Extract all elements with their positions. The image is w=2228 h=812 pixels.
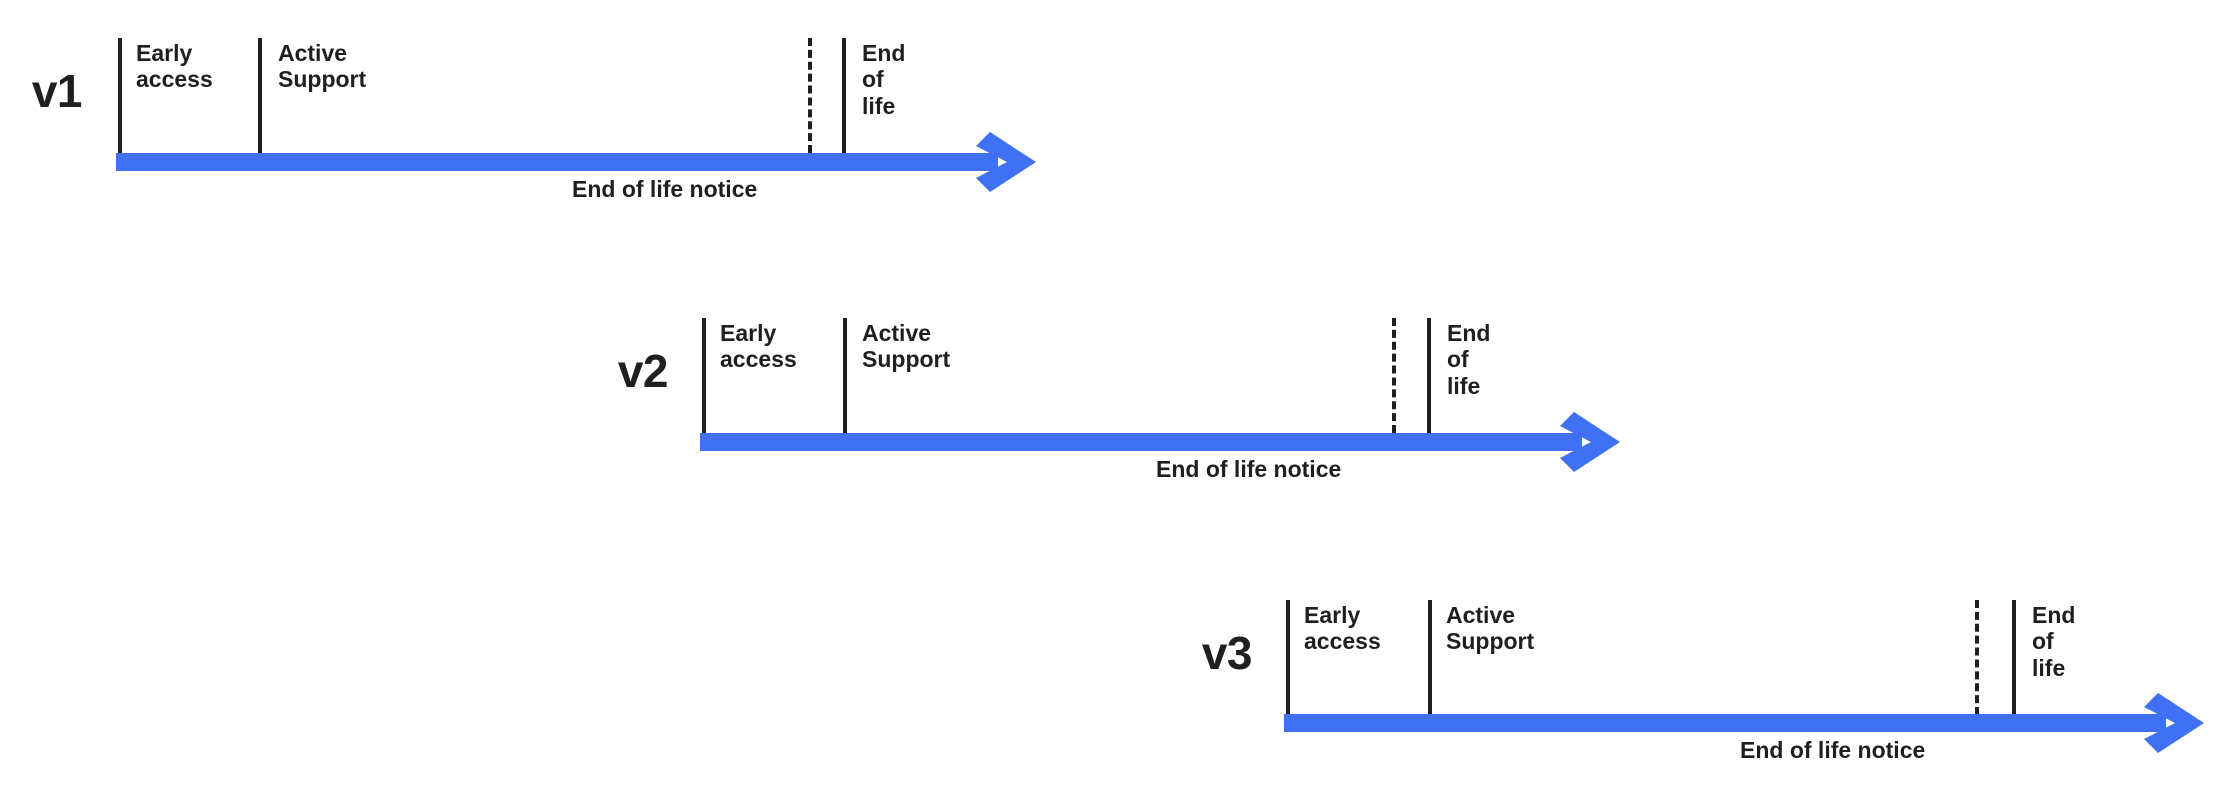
- end-of-life-notice-label: End of life notice: [1740, 737, 1926, 763]
- lifetime-bar-v1: [116, 153, 998, 171]
- end-of-life-notice-marker: [1392, 318, 1396, 433]
- phase-label-end-of-life: End of life: [862, 40, 906, 119]
- phase-tick-end-of-life: [1427, 318, 1431, 433]
- version-label-v1: v1: [31, 65, 83, 117]
- phase-tick-active-support: [258, 38, 262, 153]
- phase-tick-active-support: [843, 318, 847, 433]
- phase-label-early-access: Early access: [720, 320, 797, 373]
- version-label-v3: v3: [1201, 627, 1253, 679]
- phase-tick-start: [118, 38, 122, 153]
- phase-tick-end-of-life: [842, 38, 846, 153]
- arrow-head-icon: [1560, 412, 1620, 472]
- end-of-life-notice-label: End of life notice: [572, 176, 758, 202]
- lifetime-bar-v2: [700, 433, 1582, 451]
- end-of-life-notice-marker: [808, 38, 812, 153]
- phase-label-active-support: Active Support: [862, 320, 951, 373]
- phase-tick-start: [1286, 600, 1290, 715]
- phase-label-end-of-life: End of life: [1447, 320, 1491, 399]
- phase-tick-end-of-life: [2012, 600, 2016, 715]
- phase-tick-active-support: [1428, 600, 1432, 715]
- phase-label-early-access: Early access: [1304, 602, 1381, 655]
- phase-label-early-access: Early access: [136, 40, 213, 93]
- end-of-life-notice-marker: [1975, 600, 1979, 715]
- phase-label-active-support: Active Support: [1446, 602, 1535, 655]
- phase-tick-start: [702, 318, 706, 433]
- version-label-v2: v2: [617, 345, 669, 397]
- arrow-head-icon: [2144, 693, 2204, 753]
- end-of-life-notice-label: End of life notice: [1156, 456, 1342, 482]
- arrow-head-icon: [976, 132, 1036, 192]
- phase-label-active-support: Active Support: [278, 40, 367, 93]
- lifetime-bar-v3: [1284, 714, 2166, 732]
- phase-label-end-of-life: End of life: [2032, 602, 2076, 681]
